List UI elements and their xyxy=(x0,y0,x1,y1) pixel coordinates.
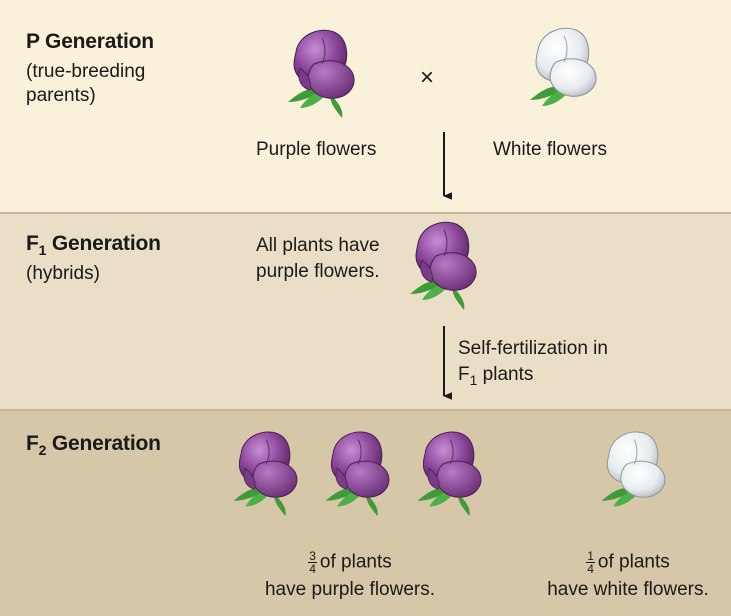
purple-flower-icon xyxy=(278,24,374,120)
purple-flower-icon xyxy=(400,216,496,312)
f1-description-line2: purple flowers. xyxy=(256,260,380,284)
f1-generation-title: F1 Generation xyxy=(26,232,161,258)
white-flower-icon xyxy=(592,426,684,518)
purple-flower-icon xyxy=(316,426,408,518)
cross-symbol: × xyxy=(420,66,434,90)
f2-generation-title: F2 Generation xyxy=(26,432,161,458)
down-arrow-icon xyxy=(436,326,452,400)
white-ratio-line2: have white flowers. xyxy=(528,578,728,602)
p-generation-title: P Generation xyxy=(26,30,154,54)
purple-flower-icon xyxy=(408,426,500,518)
white-flower-icon xyxy=(520,22,616,118)
f1-description-line1: All plants have xyxy=(256,234,380,258)
white-flowers-label: White flowers xyxy=(493,138,607,162)
purple-flowers-label: Purple flowers xyxy=(256,138,376,162)
panel-divider xyxy=(0,212,731,214)
down-arrow-icon xyxy=(436,132,452,200)
f1-generation-subtitle: (hybrids) xyxy=(26,262,100,286)
p-generation-subtitle-line2: parents) xyxy=(26,84,96,108)
purple-ratio-line2: have purple flowers. xyxy=(240,578,460,602)
self-fertilization-label-line2: F1 plants xyxy=(458,363,533,392)
self-fertilization-label-line1: Self-fertilization in xyxy=(458,337,608,361)
p-generation-subtitle-line1: (true-breeding xyxy=(26,60,145,84)
panel-divider xyxy=(0,409,731,411)
purple-flower-icon xyxy=(224,426,316,518)
